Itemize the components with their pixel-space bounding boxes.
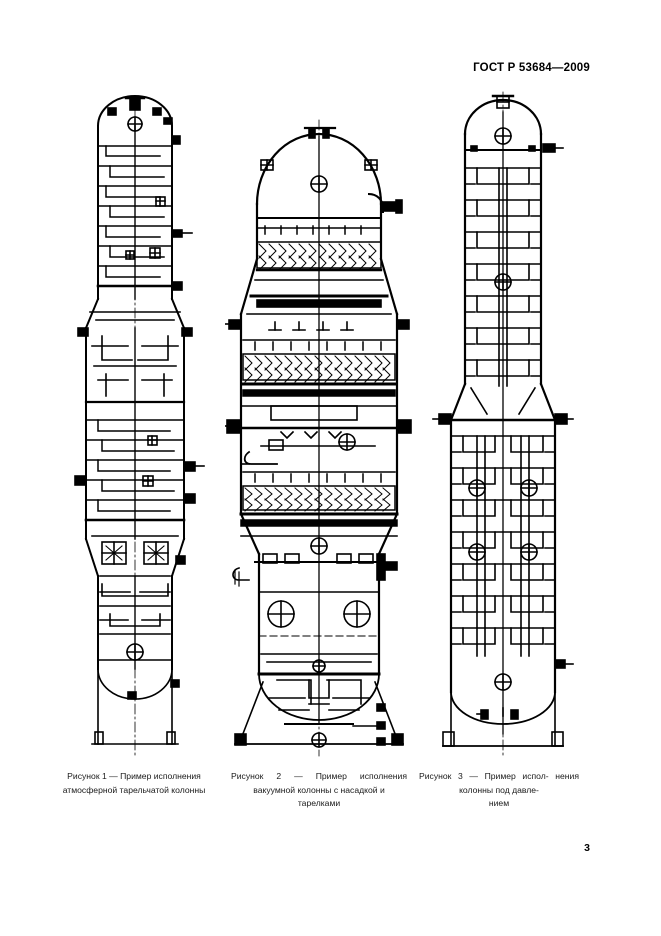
column-2-bottom-trays [257, 653, 386, 748]
figure-1-caption-line-2: атмосферной тарельчатой колонны [62, 784, 206, 795]
figure-2-caption-line-1: Рисунок 2 — Пример исполнения [231, 771, 407, 781]
column-2-collector-1 [225, 294, 410, 331]
column-3-upper-manway [494, 273, 512, 291]
column-1-middle-side-nozzles [74, 435, 205, 504]
figure-1-drawing [40, 84, 230, 764]
figures-row [0, 84, 661, 764]
column-3-lower-manways [468, 479, 574, 669]
column-2-packed-bed-3 [239, 471, 399, 527]
packing-hatch-1 [258, 243, 377, 271]
standard-header: ГОСТ Р 53684—2009 [473, 62, 590, 74]
column-3-bottom [476, 673, 519, 720]
column-2-shell [234, 132, 404, 746]
column-3-transition [432, 386, 574, 425]
column-2-top-nozzles [260, 126, 403, 214]
column-2-middle-internals [225, 405, 412, 465]
column-1-shell [84, 95, 186, 745]
figure-2-caption: Рисунок 2 — Пример исполнения вакуумной … [231, 770, 407, 811]
figure-3-caption-line-1: Рисунок 3 — Пример испол- [419, 771, 549, 781]
packing-hatch-2 [244, 355, 391, 383]
column-1-upper-side-nozzles [125, 196, 193, 291]
column-1-top-nozzles [107, 96, 181, 145]
column-3-shell [442, 98, 564, 747]
column-1-feed-zone [77, 311, 193, 397]
figure-1-caption: Рисунок 1 — Пример исполнения атмосферно… [45, 770, 223, 797]
column-2-packed-bed-2 [241, 339, 397, 397]
page-number: 3 [584, 842, 590, 854]
figure-2-caption-line-3: тарелками [297, 798, 341, 809]
column-2-flash-zone [232, 535, 398, 637]
figure-3-caption-line-2: нения колонны под давле- [459, 771, 579, 795]
column-1-lower-internals [91, 535, 186, 700]
figure-2-caption-line-2: вакуумной колонны с насадкой и [253, 784, 385, 795]
column-3-top-nozzles [464, 94, 564, 153]
column-3-upper-trays [464, 167, 542, 387]
figure-3-drawing [415, 84, 610, 764]
figure-3-caption-line-3: нием [488, 798, 510, 809]
figure-2-drawing [225, 84, 420, 764]
column-1-middle-trays [84, 400, 186, 522]
figure-1-caption-line-1: Рисунок 1 — Пример исполнения [67, 771, 201, 781]
figure-3-caption: Рисунок 3 — Пример испол- нения колонны … [419, 770, 579, 811]
column-2-packed-bed-1 [254, 217, 384, 281]
packing-hatch-3 [244, 487, 391, 512]
